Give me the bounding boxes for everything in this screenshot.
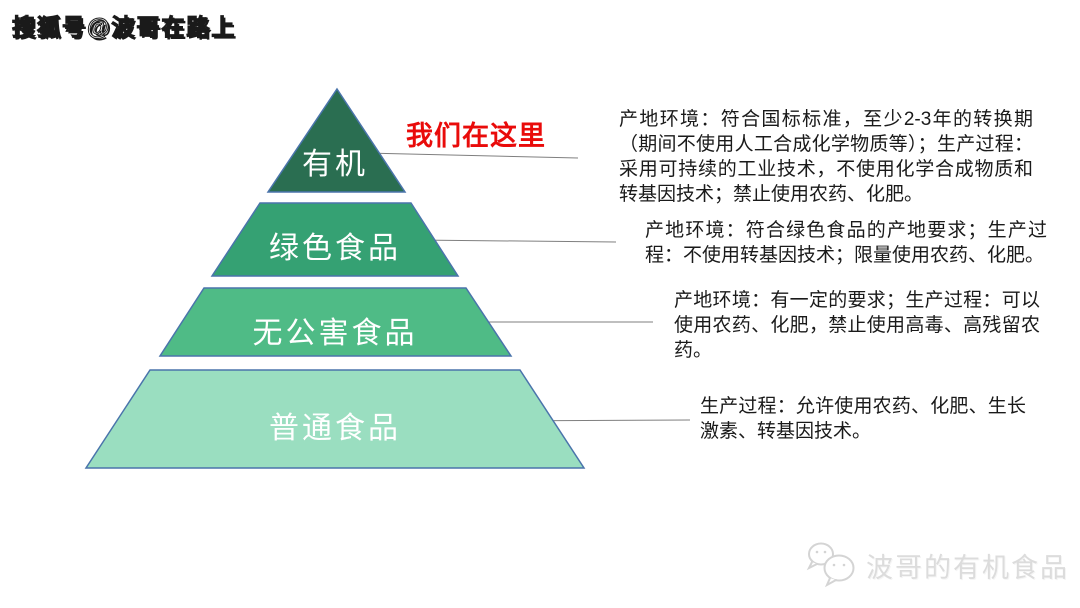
connector-line-organic: [366, 152, 579, 159]
pyramid-tier-ordinary-food-shape: [84, 369, 586, 469]
annotation-pollution-free: 产地环境：有一定的要求；生产过程：可以使用农药、化肥，禁止使用高毒、高残留农药。: [674, 290, 1040, 361]
annotation-organic: 产地环境：符合国标标准，至少2-3年的转换期（期间不使用人工合成化学物质等）；生…: [619, 109, 1033, 205]
pyramid-label-ordinary-food: 普通食品: [269, 412, 401, 445]
footer-watermark: 波哥的有机食品: [806, 540, 1069, 590]
pyramid-tier-green-food-shape: [210, 202, 460, 277]
annotation-ordinary-food: 生产过程：允许使用农药、化肥、生长激素、转基因技术。: [700, 396, 1026, 442]
pyramid-tier-organic-shape: [266, 87, 407, 193]
footer-watermark-text: 波哥的有机食品: [866, 552, 1069, 583]
pyramid-label-pollution-free: 无公害食品: [252, 317, 418, 350]
pyramid-label-green-food: 绿色食品: [269, 232, 401, 265]
pyramid-tier-pollution-free-shape: [158, 287, 513, 357]
sohu-watermark: 搜狐号@波哥在路上: [11, 14, 237, 41]
wechat-icon: [806, 542, 855, 588]
annotation-green-food: 产地环境：符合绿色食品的产地要求；生产过程：不使用转基因技术；限量使用农药、化肥…: [645, 220, 1047, 266]
we-are-here-label: 我们在这里: [406, 121, 546, 151]
pyramid-label-organic: 有机: [302, 148, 368, 181]
connector-line-green-food: [413, 239, 617, 243]
